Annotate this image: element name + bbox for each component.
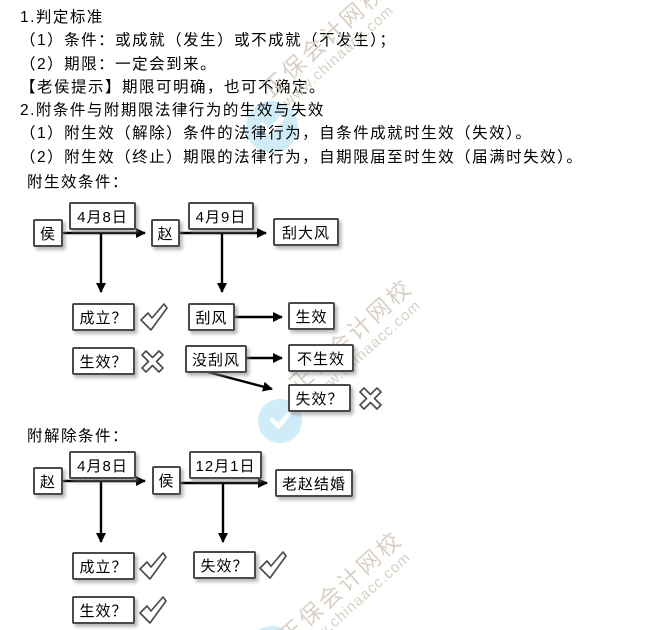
- node-d1-res-no: 不生效: [288, 344, 354, 372]
- note-line-3: （2）期限：一定会到来。: [20, 55, 218, 73]
- node-d2-date2: 12月1日: [189, 451, 262, 479]
- watermark-url: www.chinaacc.com: [296, 548, 415, 630]
- notes-text: 1.判定标准 （1）条件：或成就（发生）或不成就（不发生）； （2）期限：一定会…: [20, 6, 640, 169]
- brand-logo-watermark: [246, 626, 298, 630]
- node-d1-q-effective: 生效？: [72, 347, 135, 375]
- node-d2-event: 老赵结婚: [275, 469, 353, 497]
- node-d1-actor2: 赵: [151, 219, 180, 247]
- node-d1-res-yes: 生效: [288, 302, 335, 330]
- node-d1-date1: 4月8日: [69, 202, 136, 230]
- swoosh-icon: [259, 115, 285, 136]
- node-d2-q-invalid: 失效？: [193, 551, 256, 579]
- note-line-7: （2）附生效（终止）期限的法律行为，自期限届至时生效（届满时失效）。: [20, 148, 584, 166]
- node-d2-q-established: 成立？: [72, 552, 135, 580]
- node-d1-q-invalid: 失效？: [288, 384, 351, 412]
- note-line-4: 【老侯提示】期限可明确，也可不确定。: [20, 78, 327, 96]
- note-line-6: （1）附生效（解除）条件的法律行为，自条件成就时生效（失效）。: [20, 125, 533, 143]
- node-d2-actor1: 赵: [33, 467, 63, 495]
- check-icon: [140, 303, 168, 331]
- node-d2-date1: 4月8日: [69, 451, 136, 479]
- node-d2-actor2: 侯: [152, 466, 181, 495]
- check-icon: [139, 596, 167, 624]
- node-d2-q-effective: 生效？: [72, 596, 135, 624]
- note-line-2: （1）条件：或成就（发生）或不成就（不发生）；: [20, 32, 397, 50]
- swoosh-icon: [269, 411, 291, 429]
- diagram2-title: 附解除条件：: [27, 428, 130, 445]
- node-d1-q-established: 成立？: [72, 303, 135, 331]
- node-d1-cond-yes: 刮风: [188, 303, 235, 331]
- node-d1-date2: 4月9日: [188, 202, 254, 230]
- check-icon: [259, 551, 287, 579]
- brand-logo-watermark: [246, 101, 298, 153]
- watermark: 正保会计网校 www.chinaacc.com: [262, 514, 433, 630]
- diagram1-title: 附生效条件：: [27, 174, 130, 191]
- check-icon: [139, 552, 167, 580]
- cross-icon: [141, 350, 164, 373]
- note-line-5: 2.附条件与附期限法律行为的生效与失效: [20, 102, 325, 120]
- node-d1-cond-no: 没刮风: [185, 345, 247, 373]
- node-d1-event: 刮大风: [273, 218, 339, 246]
- node-d1-actor1: 侯: [33, 219, 63, 247]
- cross-icon: [359, 387, 382, 410]
- note-line-1: 1.判定标准: [20, 9, 104, 26]
